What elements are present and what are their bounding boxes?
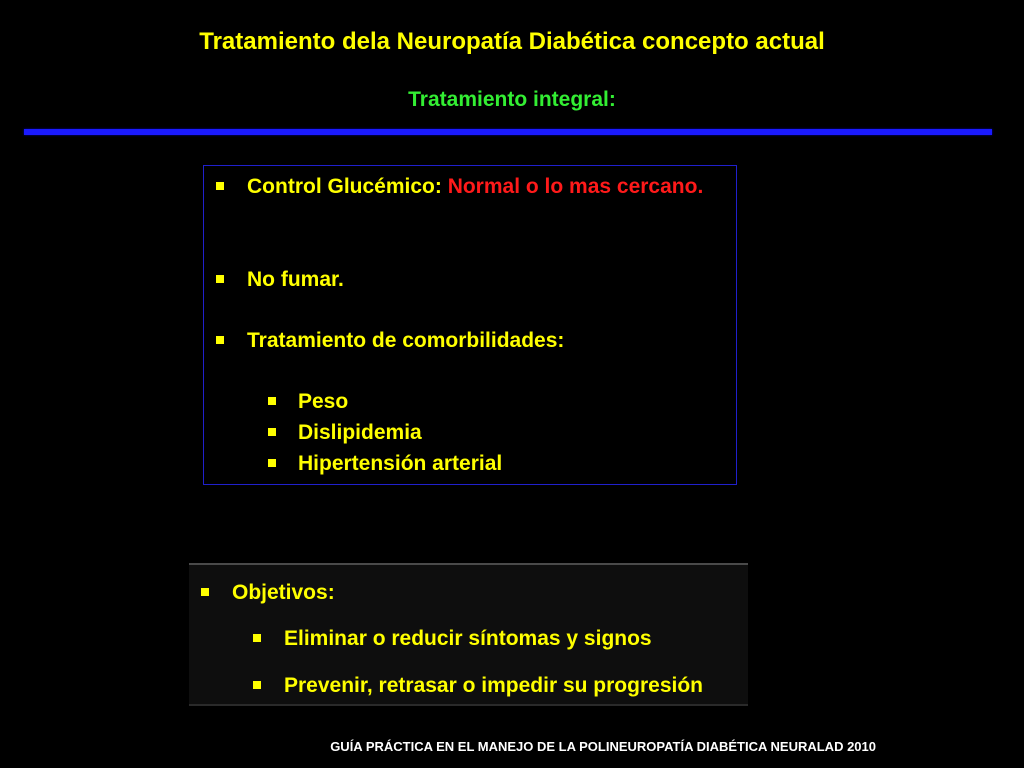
sub-item-hypertension: Hipertensión arterial [298,452,503,475]
divider-line [24,129,992,135]
slide-subtitle: Tratamiento integral: [408,88,616,111]
objectives-heading: Objetivos: [232,581,335,604]
objective-item-progression: Prevenir, retrasar o impedir su progresi… [284,674,703,697]
footer-source: GUÍA PRÁCTICA EN EL MANEJO DE LA POLINEU… [330,739,876,754]
treatment-box [203,165,737,485]
objectives-box [189,563,748,706]
bullet-icon [216,275,224,283]
bullet-icon [268,397,276,405]
bullet-icon [253,681,261,689]
bullet-icon [253,634,261,642]
sub-item-dyslipidemia: Dislipidemia [298,421,422,444]
bullet-icon [216,336,224,344]
list-item-comorbidities: Tratamiento de comorbilidades: [247,329,565,352]
slide-title: Tratamiento dela Neuropatía Diabética co… [199,28,825,55]
glycemic-control-target: Normal o lo mas cercano. [447,175,704,198]
glycemic-control-label: Control Glucémico: [247,175,448,198]
bullet-icon [201,588,209,596]
bullet-icon [268,428,276,436]
list-item-no-smoking: No fumar. [247,268,344,291]
objective-item-symptoms: Eliminar o reducir síntomas y signos [284,627,652,650]
list-item-glycemic-control: Control Glucémico: Normal o lo mas cerca… [247,175,703,199]
bullet-icon [268,459,276,467]
bullet-icon [216,182,224,190]
sub-item-weight: Peso [298,390,349,413]
slide-footer: GUÍA PRÁCTICA EN EL MANEJO DE LA POLINEU… [0,739,1024,754]
